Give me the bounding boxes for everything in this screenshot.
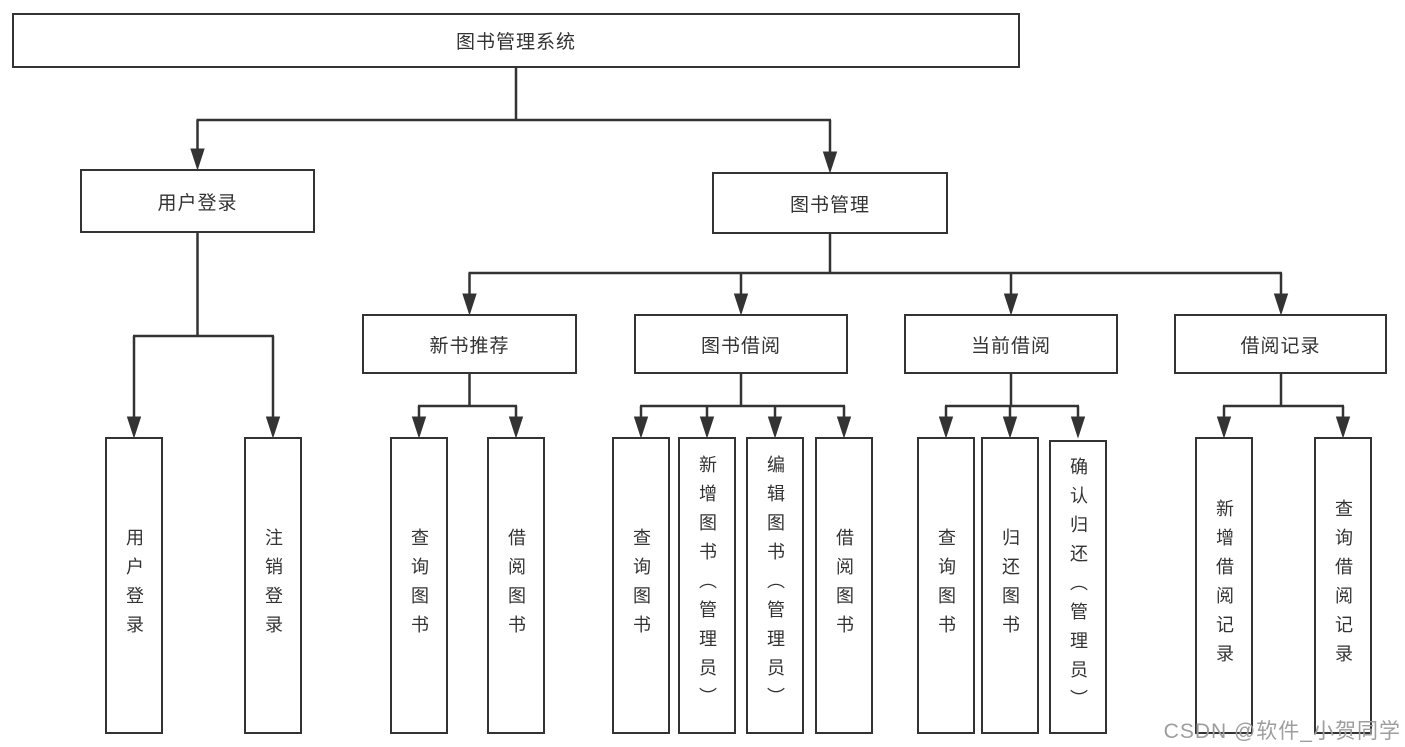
- node-leaf-query-books-recommendation: 查询图书: [390, 437, 448, 734]
- connector-new-book-rec-to-leaves: [411, 374, 524, 439]
- connector-current-borrowing-to-leaves: [938, 374, 1086, 439]
- connector-book-borrowing-to-leaves: [633, 374, 852, 439]
- node-leaf-return-books: 归还图书: [981, 437, 1039, 734]
- node-leaf-query-books-borrowing: 查询图书: [612, 437, 670, 734]
- node-leaf-edit-book-admin: 编辑图书（管理员）: [746, 437, 804, 734]
- node-new-book-recommendation: 新书推荐: [362, 314, 577, 374]
- connector-user-login-to-leaves: [126, 233, 281, 439]
- csdn-watermark: CSDN @软件_小贺同学: [1163, 720, 1401, 743]
- node-leaf-add-book-admin: 新增图书（管理员）: [678, 437, 736, 734]
- node-book-management: 图书管理: [712, 172, 948, 234]
- node-leaf-query-books-current: 查询图书: [917, 437, 975, 734]
- node-leaf-query-borrow-record: 查询借阅记录: [1314, 437, 1372, 734]
- node-borrowing-records: 借阅记录: [1174, 314, 1387, 374]
- node-current-borrowing: 当前借阅: [904, 314, 1118, 374]
- node-leaf-add-borrow-record: 新增借阅记录: [1195, 437, 1253, 734]
- node-user-login: 用户登录: [80, 169, 315, 233]
- connector-borrowing-records-to-leaves: [1216, 374, 1351, 439]
- node-leaf-confirm-return-admin: 确认归还（管理员）: [1049, 440, 1107, 734]
- node-leaf-borrow-books-recommendation: 借阅图书: [487, 437, 545, 734]
- node-leaf-user-login: 用户登录: [105, 437, 163, 734]
- node-library-management-system: 图书管理系统: [12, 13, 1020, 68]
- node-book-borrowing: 图书借阅: [634, 314, 848, 374]
- node-leaf-logout: 注销登录: [244, 437, 302, 734]
- connector-book-management-to-level3: [462, 234, 1289, 316]
- connector-root-to-level2: [190, 68, 838, 174]
- node-leaf-borrow-books: 借阅图书: [815, 437, 873, 734]
